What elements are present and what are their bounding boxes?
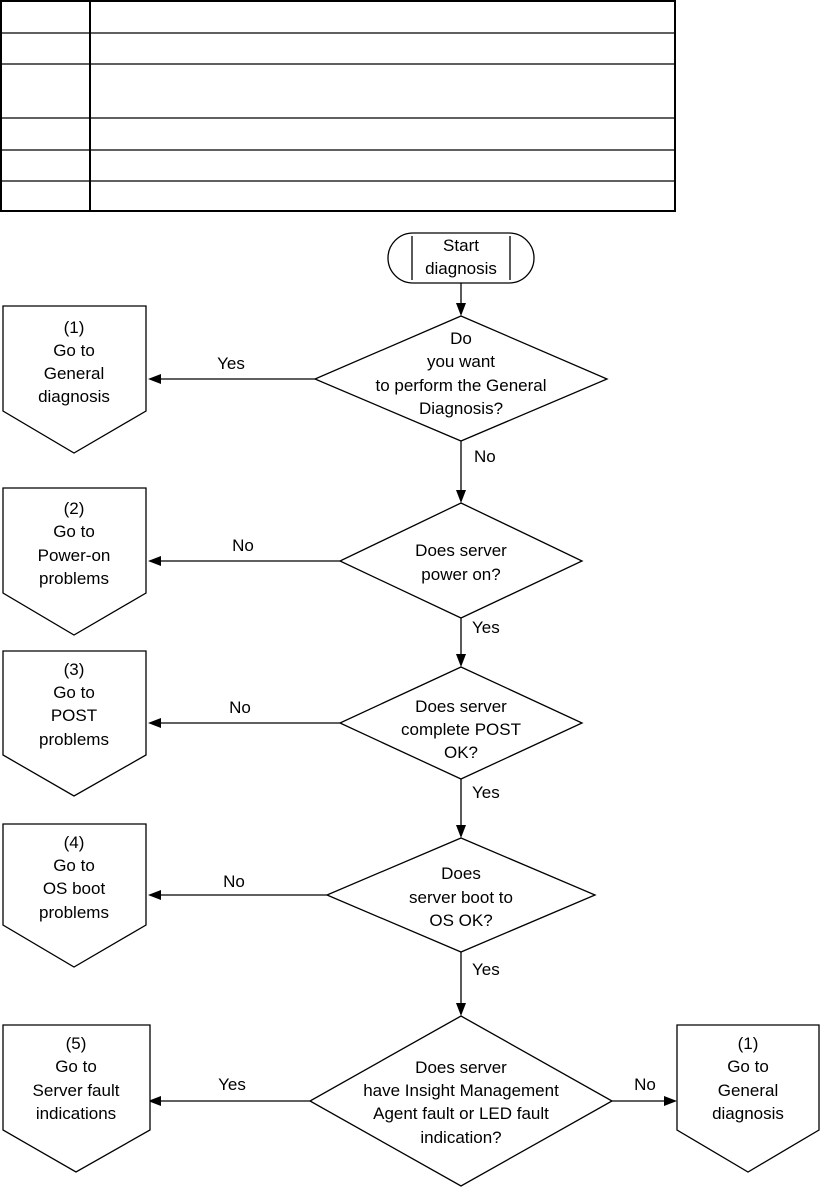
decision-os-boot: Does server boot to OS OK?	[325, 837, 597, 953]
no-label: No	[474, 447, 496, 466]
offpage-text: POST	[51, 706, 97, 725]
offpage-text: (1)	[64, 318, 85, 337]
offpage-text: Server fault	[33, 1081, 120, 1100]
yes-label: Yes	[472, 618, 500, 637]
offpage-text: (1)	[738, 1034, 759, 1053]
offpage-text: Go to	[55, 1057, 97, 1076]
no-label: No	[634, 1075, 656, 1094]
offpage-text: indications	[36, 1104, 116, 1123]
offpage-text: (2)	[64, 499, 85, 518]
decision-text: power on?	[421, 565, 500, 584]
decision-fault-indication: Does server have Insight Management Agen…	[308, 1015, 614, 1187]
offpage-text: OS boot	[43, 879, 106, 898]
offpage-text: Go to	[53, 683, 95, 702]
offpage-text: (5)	[66, 1034, 87, 1053]
decision-text: you want	[427, 352, 495, 371]
yes-label: Yes	[218, 1075, 246, 1094]
offpage-text: Go to	[53, 341, 95, 360]
offpage-text: Go to	[53, 522, 95, 541]
offpage-text: General	[44, 364, 104, 383]
offpage-text: problems	[39, 730, 109, 749]
start-label: Start	[443, 236, 479, 255]
offpage-server-fault-indications: (5) Go to Server fault indications	[2, 1024, 151, 1173]
reference-table	[0, 0, 676, 212]
decision-power-on: Does server power on?	[338, 502, 584, 619]
offpage-text: (4)	[64, 833, 85, 852]
decision-text: Do	[450, 329, 472, 348]
offpage-text: problems	[39, 569, 109, 588]
offpage-post-problems: (3) Go to POST problems	[2, 650, 147, 797]
decision-text: Does server	[415, 1058, 507, 1077]
decision-post: Does server complete POST OK?	[338, 666, 584, 780]
start-node: Start diagnosis	[387, 232, 535, 284]
decision-text: complete POST	[401, 720, 521, 739]
decision-general-diagnosis: Do you want to perform the General Diagn…	[313, 315, 609, 442]
decision-text: OK?	[444, 743, 478, 762]
offpage-text: diagnosis	[38, 387, 110, 406]
decision-text: Does server	[415, 697, 507, 716]
offpage-general-diagnosis-right: (1) Go to General diagnosis	[676, 1024, 820, 1173]
offpage-power-on-problems: (2) Go to Power-on problems	[2, 487, 147, 636]
decision-text: to perform the General	[375, 376, 546, 395]
yes-label: Yes	[472, 960, 500, 979]
decision-text: Does	[441, 864, 481, 883]
offpage-text: General	[718, 1081, 778, 1100]
decision-text: server boot to	[409, 888, 513, 907]
offpage-text: Go to	[727, 1057, 769, 1076]
decision-text: indication?	[420, 1128, 501, 1147]
decision-text: Does server	[415, 541, 507, 560]
yes-label: Yes	[217, 354, 245, 373]
decision-text: Diagnosis?	[419, 399, 503, 418]
offpage-text: (3)	[64, 660, 85, 679]
decision-text: have Insight Management	[363, 1081, 559, 1100]
yes-label: Yes	[472, 783, 500, 802]
offpage-os-boot-problems: (4) Go to OS boot problems	[2, 823, 147, 968]
decision-text: Agent fault or LED fault	[373, 1104, 549, 1123]
decision-text: OS OK?	[429, 911, 492, 930]
offpage-text: Power-on	[38, 546, 111, 565]
start-label: diagnosis	[425, 259, 497, 278]
offpage-general-diagnosis: (1) Go to General diagnosis	[2, 305, 147, 454]
no-label: No	[232, 536, 254, 555]
no-label: No	[229, 698, 251, 717]
offpage-text: Go to	[53, 856, 95, 875]
no-label: No	[223, 872, 245, 891]
offpage-text: diagnosis	[712, 1104, 784, 1123]
offpage-text: problems	[39, 903, 109, 922]
